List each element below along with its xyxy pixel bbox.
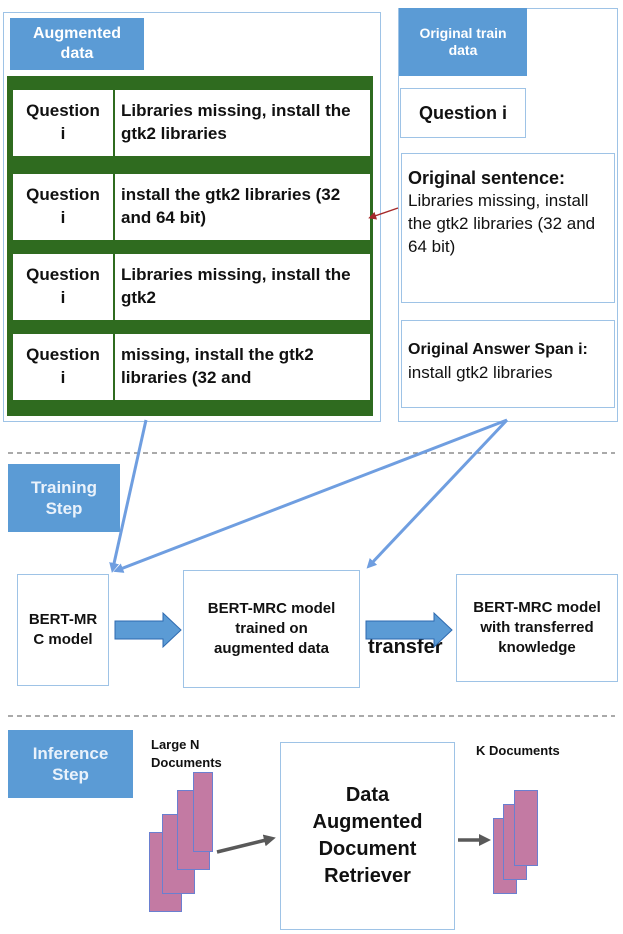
training-step-tag: Training Step	[8, 464, 120, 532]
augmented-question-1: Question i	[13, 90, 113, 156]
arrow-augmented-to-model1	[109, 419, 148, 573]
arrow-docs-to-retriever	[216, 834, 276, 854]
augmented-question-4: Question i	[13, 334, 113, 400]
bert-mrc-transferred-box: BERT-MRC model with transferred knowledg…	[456, 574, 618, 682]
original-data-tag: Original train data	[399, 8, 527, 76]
original-sentence-text: Libraries missing, install the gtk2 libr…	[408, 191, 596, 257]
arrow-original-to-model2	[366, 418, 509, 569]
original-sentence-label: Original sentence:	[408, 168, 566, 188]
block-arrow-transfer	[365, 611, 453, 649]
augmented-question-2: Question i	[13, 174, 113, 240]
large-docs-label: Large N Documents	[151, 737, 222, 770]
k-docs-label: K Documents	[476, 743, 560, 758]
original-question-box: Question i	[400, 88, 526, 138]
augmented-text-1: Libraries missing, install the gtk2 libr…	[115, 90, 370, 156]
original-answer-text: install gtk2 libraries	[408, 363, 553, 383]
augmented-text-2: install the gtk2 libraries (32 and 64 bi…	[115, 174, 370, 240]
arrow-original-to-model1	[113, 418, 508, 573]
bert-mrc-trained-box: BERT-MRC model trained on augmented data	[183, 570, 360, 688]
original-answer-label: Original Answer Span i:	[408, 341, 588, 358]
large-doc-page-4	[193, 772, 213, 852]
bert-mrc-model-box: BERT-MRC model	[17, 574, 109, 686]
augmented-data-tag: Augmented data	[10, 18, 144, 70]
augmented-question-3: Question i	[13, 254, 113, 320]
original-answer-box: Original Answer Span i: install gtk2 lib…	[401, 320, 615, 408]
transfer-label: transfer	[368, 636, 443, 658]
k-doc-page-3	[514, 790, 538, 866]
inference-step-tag: Inference Step	[8, 730, 133, 798]
block-arrow-model1-to-model2	[114, 611, 182, 649]
augmented-data-frame	[3, 12, 381, 422]
original-sentence-box: Original sentence: Libraries missing, in…	[401, 153, 615, 303]
augmented-text-3: Libraries missing, install the gtk2	[115, 254, 370, 320]
retriever-box: Data Augmented Document Retriever	[280, 742, 455, 930]
augmented-text-4: missing, install the gtk2 libraries (32 …	[115, 334, 370, 400]
red-arrow-to-augmented	[368, 207, 399, 220]
